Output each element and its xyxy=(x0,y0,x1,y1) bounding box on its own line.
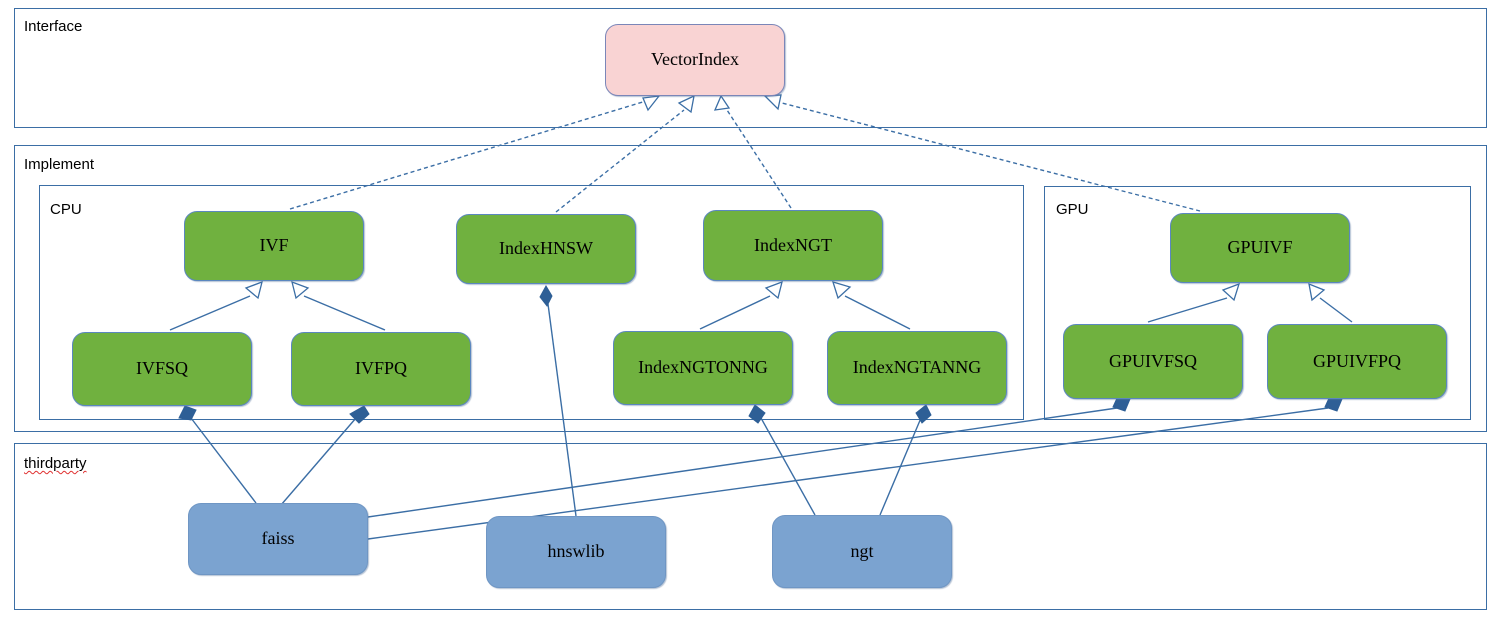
group-label-cpu: CPU xyxy=(50,201,82,218)
node-hnswlib[interactable]: hnswlib xyxy=(486,516,666,588)
node-vectorindex[interactable]: VectorIndex xyxy=(605,24,785,96)
group-label-thirdparty: thirdparty xyxy=(24,455,87,472)
node-indexngtonng[interactable]: IndexNGTONNG xyxy=(613,331,793,405)
node-gpuivf[interactable]: GPUIVF xyxy=(1170,213,1350,283)
node-gpuivfpq[interactable]: GPUIVFPQ xyxy=(1267,324,1447,399)
group-label-implement: Implement xyxy=(24,156,95,173)
node-ivf[interactable]: IVF xyxy=(184,211,364,281)
node-gpuivfsq[interactable]: GPUIVFSQ xyxy=(1063,324,1243,399)
node-indexngt[interactable]: IndexNGT xyxy=(703,210,883,281)
group-label-interface: Interface xyxy=(24,18,83,35)
node-indexhnsw[interactable]: IndexHNSW xyxy=(456,214,636,284)
node-indexngtanng[interactable]: IndexNGTANNG xyxy=(827,331,1007,405)
group-label-gpu: GPU xyxy=(1056,201,1089,218)
node-ivfsq[interactable]: IVFSQ xyxy=(72,332,252,406)
node-ivfpq[interactable]: IVFPQ xyxy=(291,332,471,406)
node-faiss[interactable]: faiss xyxy=(188,503,368,575)
node-ngt[interactable]: ngt xyxy=(772,515,952,588)
